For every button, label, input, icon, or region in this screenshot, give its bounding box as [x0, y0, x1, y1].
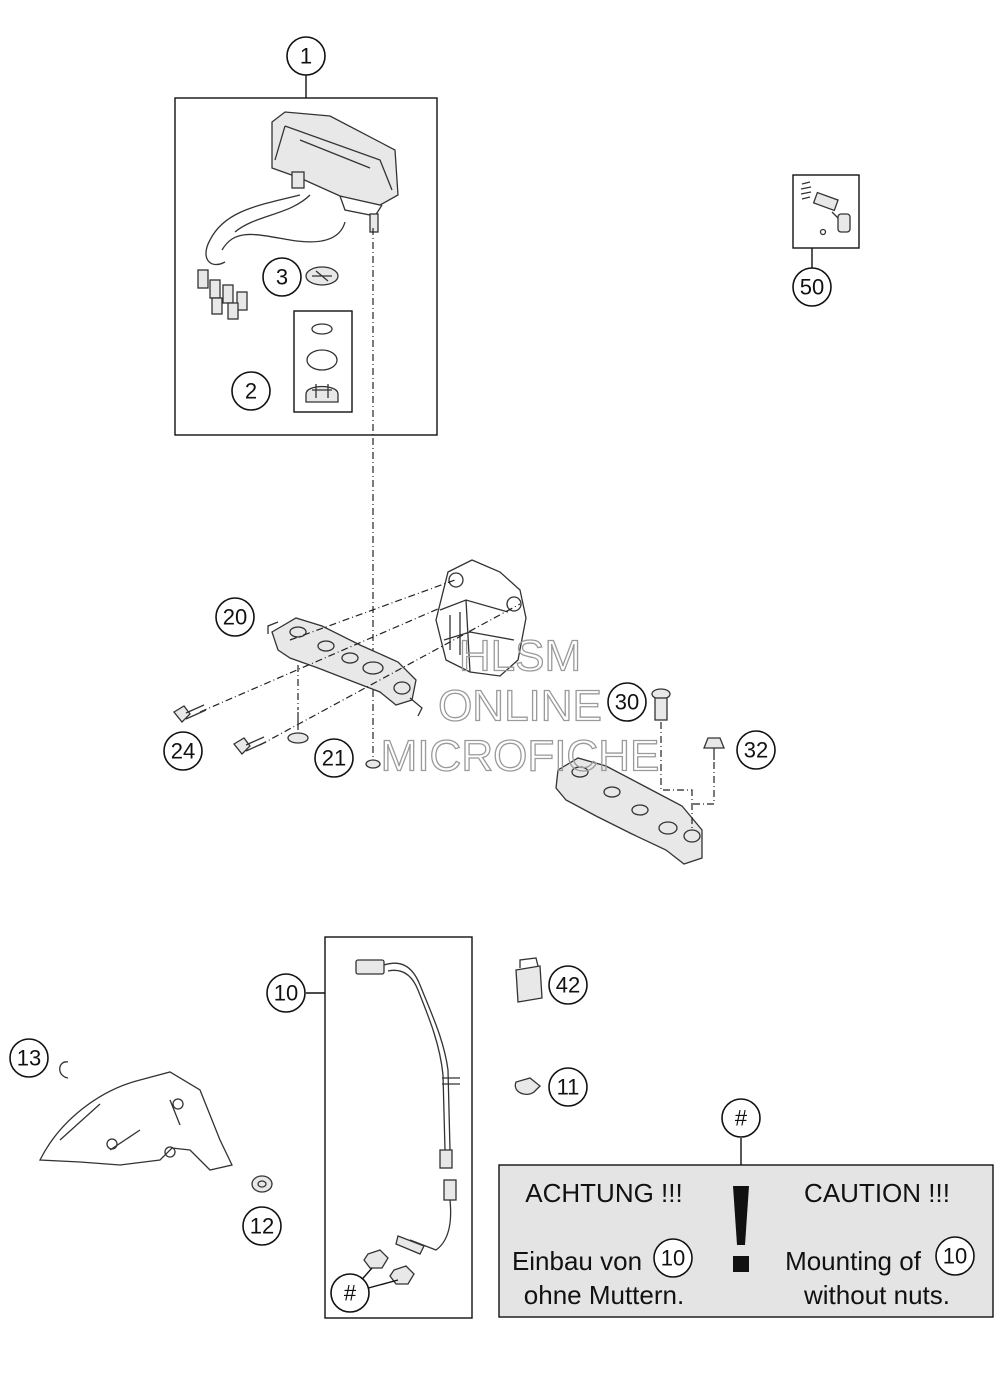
svg-text:21: 21 — [322, 746, 346, 771]
callout-12: 12 — [242, 1206, 282, 1246]
svg-text:#: # — [344, 1281, 357, 1306]
bracket-mount-frame — [435, 559, 527, 677]
callout-2: 2 — [231, 371, 271, 411]
svg-text:32: 32 — [744, 738, 768, 763]
callout-11: 11 — [548, 1067, 588, 1107]
circlip-part-13 — [59, 1061, 69, 1079]
bracket-variant — [555, 757, 703, 865]
svg-text:1: 1 — [300, 44, 312, 69]
clip-part-11 — [514, 1077, 541, 1096]
nuts-hash — [363, 1249, 415, 1285]
callout-1: 1 — [286, 36, 326, 76]
callout-20: 20 — [215, 597, 255, 637]
rubber-plug-part-30 — [651, 688, 671, 721]
dashboard-unit — [205, 111, 399, 266]
svg-text:3: 3 — [276, 265, 288, 290]
watermark-line-3: MICROFICHE — [381, 732, 660, 781]
callout-hash-bottom: # — [330, 1273, 370, 1313]
svg-text:#: # — [735, 1106, 748, 1131]
ignition-lock — [800, 181, 851, 236]
note-en-ref: 10 — [935, 1236, 975, 1276]
exclamation-dot — [733, 1256, 749, 1272]
svg-text:10: 10 — [661, 1246, 685, 1271]
note-de-line1: Einbau von — [512, 1246, 642, 1276]
bolt-part-24 — [173, 704, 267, 755]
note-en-title: CAUTION !!! — [804, 1178, 950, 1208]
svg-text:2: 2 — [245, 379, 257, 404]
svg-text:50: 50 — [800, 275, 824, 300]
note-de-line2: ohne Muttern. — [524, 1280, 684, 1310]
installation-note: # ACHTUNG !!! CAUTION !!! Einbau von 10 … — [498, 1098, 994, 1318]
speed-sensor-cable — [355, 959, 460, 1255]
note-en-line2: without nuts. — [803, 1280, 950, 1310]
svg-text:13: 13 — [17, 1046, 41, 1071]
instrument-bracket — [267, 617, 423, 717]
svg-text:10: 10 — [274, 981, 298, 1006]
callout-hash-top: # — [721, 1098, 761, 1138]
callout-13: 13 — [9, 1038, 49, 1078]
screw-part-21 — [287, 712, 381, 769]
callout-42: 42 — [548, 965, 588, 1005]
axis-lines-variant — [660, 722, 715, 830]
sensor-group-box — [324, 936, 473, 1319]
axis-line-bolt-24a — [199, 607, 441, 713]
axis-line-bolt-upper — [289, 579, 456, 641]
cable-holder-part-42 — [515, 957, 543, 1003]
svg-text:11: 11 — [557, 1075, 580, 1100]
connector-plugs — [197, 269, 248, 320]
note-de-title: ACHTUNG !!! — [525, 1178, 682, 1208]
callout-50: 50 — [792, 267, 832, 307]
sleeve-part-12 — [251, 1175, 273, 1193]
exclamation-mark — [733, 1186, 749, 1245]
note-de-ref: 10 — [653, 1238, 693, 1278]
grommet-part-32 — [703, 737, 725, 760]
watermark-line-2: ONLINE — [438, 682, 602, 731]
callout-21: 21 — [314, 738, 354, 778]
note-en-line1: Mounting of — [785, 1246, 922, 1276]
watermark-line-1: HLSM — [459, 632, 581, 681]
svg-text:12: 12 — [250, 1214, 274, 1239]
lock-group-box — [792, 174, 860, 249]
svg-text:24: 24 — [171, 739, 195, 764]
svg-text:30: 30 — [615, 690, 639, 715]
svg-text:10: 10 — [943, 1244, 967, 1269]
svg-text:42: 42 — [556, 973, 580, 998]
callout-10: 10 — [266, 973, 306, 1013]
callout-3: 3 — [262, 257, 302, 297]
callout-30: 30 — [607, 682, 647, 722]
svg-text:20: 20 — [223, 605, 247, 630]
callout-24: 24 — [163, 731, 203, 771]
callout-32: 32 — [736, 730, 776, 770]
inset-part-2 — [293, 310, 353, 413]
brake-disc-guard — [38, 1071, 233, 1171]
